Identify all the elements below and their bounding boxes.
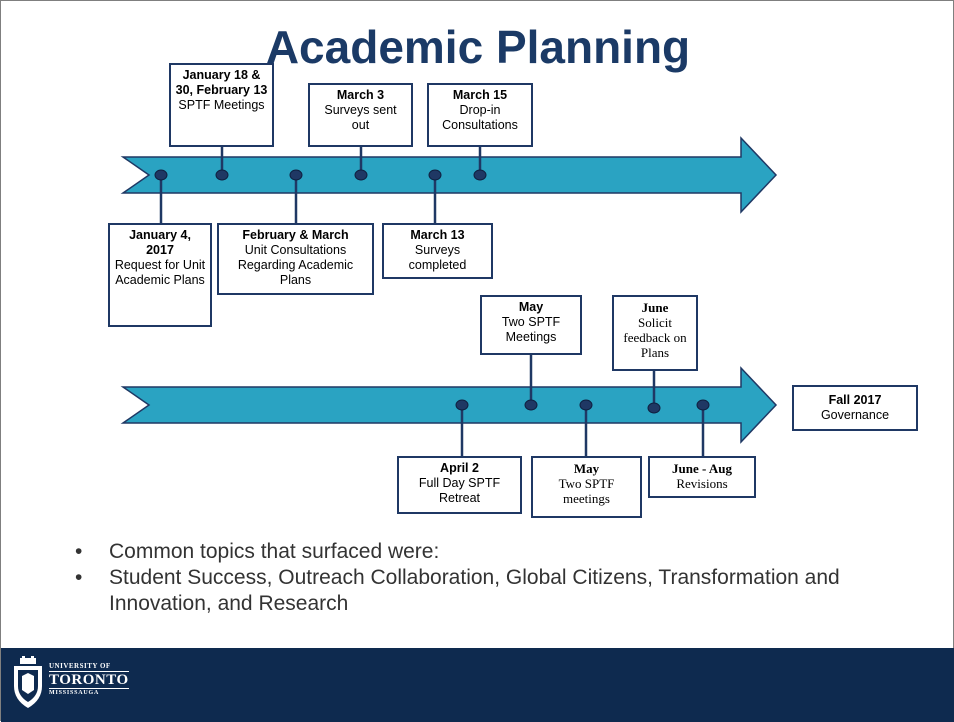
event-date: April 2	[440, 461, 479, 475]
event-date: March 3	[336, 88, 385, 102]
bullet-text: Student Success, Outreach Collaboration,…	[109, 566, 840, 615]
event-box-feb-march: February & March Unit Consultations Rega…	[217, 223, 374, 295]
event-date: January 4, 2017	[129, 228, 191, 257]
event-date: February & March	[242, 228, 349, 242]
event-date: June - Aug	[672, 461, 732, 476]
event-text: Surveys completed	[408, 243, 467, 272]
event-text: Revisions	[676, 476, 728, 491]
event-box-june-aug: June - Aug Revisions	[648, 456, 756, 498]
logo-main-text: TORONTO	[49, 671, 129, 689]
event-date: March 13	[410, 228, 465, 242]
event-date: May	[518, 300, 544, 314]
event-text: Drop-in Consultations	[442, 103, 518, 132]
bullet-item: • Student Success, Outreach Collaboratio…	[75, 565, 935, 617]
event-text: Unit Consultations Regarding Academic Pl…	[237, 243, 354, 287]
event-date: January 18 & 30, February 13	[175, 68, 268, 97]
event-box-march15: March 15 Drop-in Consultations	[427, 83, 533, 147]
timeline-dot	[647, 402, 661, 414]
event-date: June	[641, 300, 669, 315]
timeline-arrow-bottom	[120, 366, 778, 444]
timeline-dot	[215, 169, 229, 181]
university-crest-icon	[11, 656, 45, 717]
event-text: SPTF Meetings	[178, 98, 265, 112]
bullet-item: • Common topics that surfaced were:	[75, 539, 935, 565]
event-text: Two SPTF meetings	[558, 476, 615, 506]
event-date: Fall 2017	[828, 393, 882, 407]
bullet-text: Common topics that surfaced were:	[109, 540, 440, 563]
timeline-arrow-top	[120, 136, 778, 214]
event-box-march13: March 13 Surveys completed	[382, 223, 493, 279]
university-logo: UNIVERSITY OF TORONTO MISSISSAUGA	[49, 662, 129, 697]
slide-title: Academic Planning	[265, 21, 691, 73]
timeline-dot	[428, 169, 442, 181]
event-box-jan18: January 18 & 30, February 13 SPTF Meetin…	[169, 63, 274, 147]
logo-small-text: UNIVERSITY OF	[49, 662, 111, 670]
event-box-jan4: January 4, 2017 Request for Unit Academi…	[108, 223, 212, 327]
event-text: Governance	[820, 408, 890, 422]
bullet-marker: •	[75, 566, 83, 589]
timeline-dot	[354, 169, 368, 181]
bullet-marker: •	[75, 540, 83, 563]
timeline-dot	[473, 169, 487, 181]
event-text: Full Day SPTF Retreat	[418, 476, 501, 505]
timeline-dot	[154, 169, 168, 181]
footer-bar: UNIVERSITY OF TORONTO MISSISSAUGA	[1, 648, 954, 722]
event-text: Request for Unit Academic Plans	[114, 258, 206, 287]
event-box-fall2017: Fall 2017 Governance	[792, 385, 918, 431]
timeline-dot	[579, 399, 593, 411]
event-box-april2: April 2 Full Day SPTF Retreat	[397, 456, 522, 514]
event-date: May	[573, 461, 600, 476]
timeline-dot	[455, 399, 469, 411]
event-box-may-bottom: May Two SPTF meetings	[531, 456, 642, 518]
bullet-list: • Common topics that surfaced were: • St…	[75, 539, 935, 617]
timeline-dot	[696, 399, 710, 411]
event-box-may-top: May Two SPTF Meetings	[480, 295, 582, 355]
event-box-june-top: June Solicit feedback on Plans	[612, 295, 698, 371]
timeline-dot	[524, 399, 538, 411]
event-text: Two SPTF Meetings	[501, 315, 561, 344]
event-text: Solicit feedback on Plans	[623, 315, 687, 360]
timeline-dot	[289, 169, 303, 181]
event-box-march3: March 3 Surveys sent out	[308, 83, 413, 147]
timeline-diagram	[120, 136, 778, 456]
logo-sub-text: MISSISSAUGA	[49, 690, 100, 696]
event-text: Surveys sent out	[324, 103, 397, 132]
event-date: March 15	[452, 88, 508, 102]
